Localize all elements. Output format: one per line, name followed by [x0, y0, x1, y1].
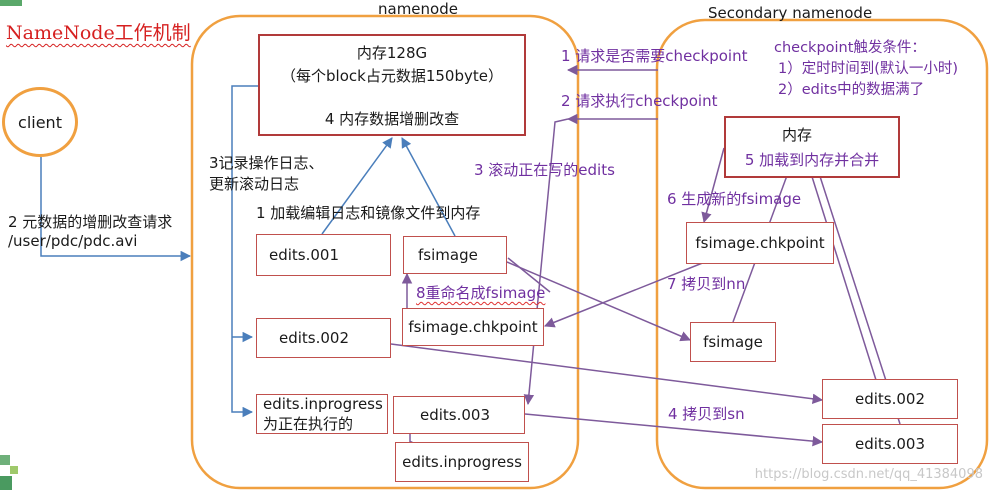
snn-fsimage-chkpoint: fsimage.chkpoint — [686, 222, 834, 264]
execute-checkpoint-label: 2 请求执行checkpoint — [561, 92, 718, 110]
nn-edits-002: edits.002 — [256, 318, 391, 358]
client-request-label: 2 元数据的增删改查请求 — [8, 213, 173, 231]
trigger-condition-2: 2）edits中的数据满了 — [778, 82, 925, 98]
nn-fsimage-chkpoint-label: fsimage.chkpoint — [408, 318, 538, 336]
nn-memory-crud: 4 内存数据增删改查 — [324, 110, 460, 128]
arrow-client-request — [40, 157, 192, 262]
arrow-copy-to-nn — [544, 261, 706, 328]
nn-fsimage: fsimage — [403, 236, 507, 274]
checkpoint-triggers: checkpoint触发条件： 1）定时时间到(默认一小时) 2）edits中的… — [774, 38, 958, 101]
arrow-load-edits — [321, 137, 393, 235]
client-node: client — [2, 87, 78, 157]
arrow-generate-fsimage — [701, 147, 725, 224]
snn-memory-label: 内存 — [781, 126, 812, 144]
nn-memory-box: 内存128G （每个block占元数据150byte） 4 内存数据增删改查 — [258, 34, 526, 136]
nn-fsimage-label: fsimage — [418, 246, 478, 264]
snn-edits-003: edits.003 — [822, 424, 958, 464]
secondary-namenode-region — [655, 18, 989, 490]
nn-fsimage-chkpoint: fsimage.chkpoint — [402, 308, 544, 346]
snn-fsimage-label: fsimage — [703, 333, 763, 351]
log-step-line2: 更新滚动日志 — [209, 175, 300, 193]
namenode-region-label: namenode — [378, 0, 458, 18]
nn-edits-001: edits.001 — [256, 234, 391, 276]
nn-edits-inprogress-label: edits.inprogress — [263, 394, 383, 413]
triggers-title: checkpoint触发条件： — [774, 40, 926, 56]
snn-edits-002-label: edits.002 — [854, 390, 925, 408]
nn-edits-inprogress-2-label: edits.inprogress — [402, 453, 522, 471]
snn-fsimage: fsimage — [690, 322, 776, 362]
arrow-copy-edits003 — [524, 413, 824, 447]
arrow-load-fsimage — [401, 137, 456, 237]
snn-merge-step-label: 5 加载到内存并合并 — [744, 151, 880, 169]
nn-inprogress-note: 为正在执行的 — [263, 414, 354, 433]
nn-edits-003-label: edits.003 — [420, 406, 491, 424]
snn-edits-002: edits.002 — [822, 379, 958, 419]
generate-fsimage-label: 6 生成新的fsimage — [667, 190, 802, 208]
nn-memory-note: （每个block占元数据150byte） — [281, 67, 503, 85]
request-checkpoint-label: 1 请求是否需要checkpoint — [561, 47, 748, 65]
nn-edits-inprogress-2: edits.inprogress — [395, 442, 529, 482]
nn-edits-001-label: edits.001 — [269, 246, 340, 264]
trigger-condition-1: 1）定时时间到(默认一小时) — [778, 61, 959, 77]
arrow-edits001-copy — [507, 257, 551, 293]
copy-to-sn-label: 4 拷贝到sn — [668, 405, 745, 423]
arrow-copy-fsimage — [506, 261, 691, 342]
nn-edits-002-label: edits.002 — [279, 329, 350, 347]
page-title: NameNode工作机制 — [6, 22, 191, 44]
secondary-namenode-region-label: Secondary namenode — [708, 4, 873, 22]
watermark: https://blog.csdn.net/qq_41384098 — [754, 467, 983, 482]
load-step-label: 1 加载编辑日志和镜像文件到内存 — [256, 204, 481, 222]
rename-step-label: 8重命名成fsimage — [416, 284, 546, 302]
nn-edits-inprogress: edits.inprogress 为正在执行的 — [256, 394, 388, 434]
roll-edits-label: 3 滚动正在写的edits — [474, 161, 615, 179]
log-step-line1: 3记录操作日志、 — [209, 154, 324, 172]
copy-to-nn-label: 7 拷贝到nn — [667, 275, 746, 293]
client-request-path: /user/pdc/pdc.avi — [8, 232, 138, 250]
namenode-region — [190, 14, 580, 490]
arrow-log-trunk — [231, 85, 258, 418]
client-label: client — [18, 112, 62, 132]
snn-edits-003-label: edits.003 — [854, 435, 925, 453]
snn-fsimage-chkpoint-label: fsimage.chkpoint — [695, 234, 825, 252]
nn-edits-003: edits.003 — [393, 396, 525, 434]
nn-memory-size: 内存128G — [356, 44, 428, 62]
arrow-snn-load-edits002 — [805, 162, 877, 381]
snn-memory-box: 内存 5 加载到内存并合并 — [724, 116, 900, 178]
arrow-copy-edits002 — [390, 343, 824, 404]
